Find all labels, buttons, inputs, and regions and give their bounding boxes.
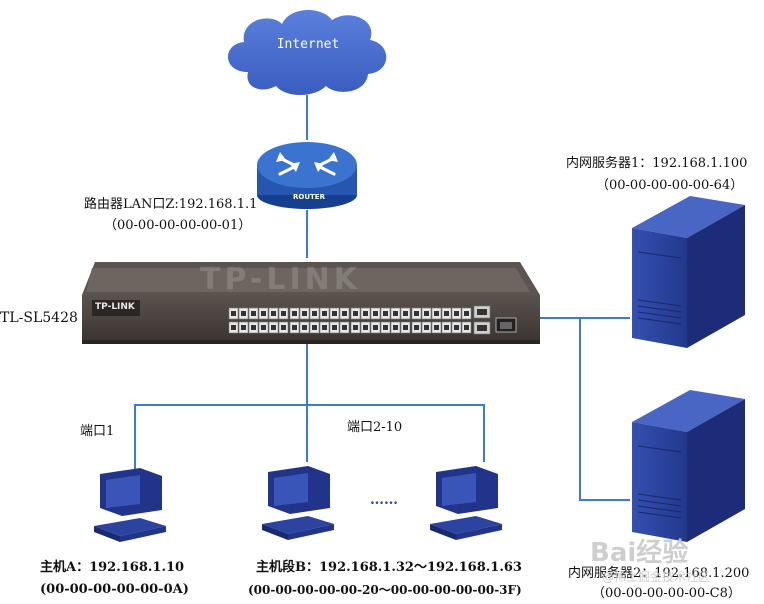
- port-1-label: 端口1: [80, 424, 115, 439]
- port-2-10-label: 端口2-10: [347, 420, 403, 435]
- switch-model-label: TL-SL5428: [0, 310, 78, 326]
- host-b-mac: (00-00-00-00-00-20～00-00-00-00-00-3F): [248, 583, 522, 597]
- host-a-label: 主机A：192.168.1.10: [40, 560, 185, 575]
- router-mac-label: （00-00-00-00-00-01）: [104, 218, 252, 233]
- link-hosts-bus: [134, 404, 485, 470]
- switch-ports: [228, 305, 491, 335]
- server-1-mac: （00-00-00-00-00-64）: [596, 178, 744, 193]
- switch-top-brand: TP-LINK: [200, 262, 362, 297]
- router-icon: [257, 142, 357, 209]
- network-links: [134, 95, 630, 501]
- router-lan-ip-label: 路由器LAN口Z:192.168.1.1: [84, 197, 258, 212]
- server-2-label: 内网服务器2：192.168.1.200: [568, 566, 750, 581]
- host-a-mac: (00-00-00-00-00-0A): [40, 582, 189, 597]
- pc-icon-3: [430, 466, 502, 540]
- server-1-label: 内网服务器1：192.168.1.100: [566, 156, 748, 171]
- internet-cloud-icon: [227, 9, 387, 95]
- pc-icon-1: [94, 468, 166, 542]
- internet-label: Internet: [276, 37, 340, 52]
- switch-front-brand: TP-LINK: [95, 302, 135, 312]
- server-2-mac: （00-00-00-00-00-C8）: [592, 586, 741, 601]
- link-switch-servers: [533, 317, 630, 501]
- watermark-sub: @稀土掘金技术社区: [602, 570, 711, 584]
- server-1-icon: [632, 196, 745, 348]
- ellipsis-label: ……: [370, 492, 398, 508]
- host-computers: [94, 466, 502, 542]
- router-label: ROUTER: [293, 193, 325, 201]
- watermark-logo: Bai经验: [590, 538, 689, 568]
- switch-device: [82, 262, 540, 344]
- host-b-label: 主机段B：192.168.1.32～192.168.1.63: [256, 560, 522, 575]
- server-2-icon: [632, 390, 745, 542]
- pc-icon-2: [262, 466, 334, 540]
